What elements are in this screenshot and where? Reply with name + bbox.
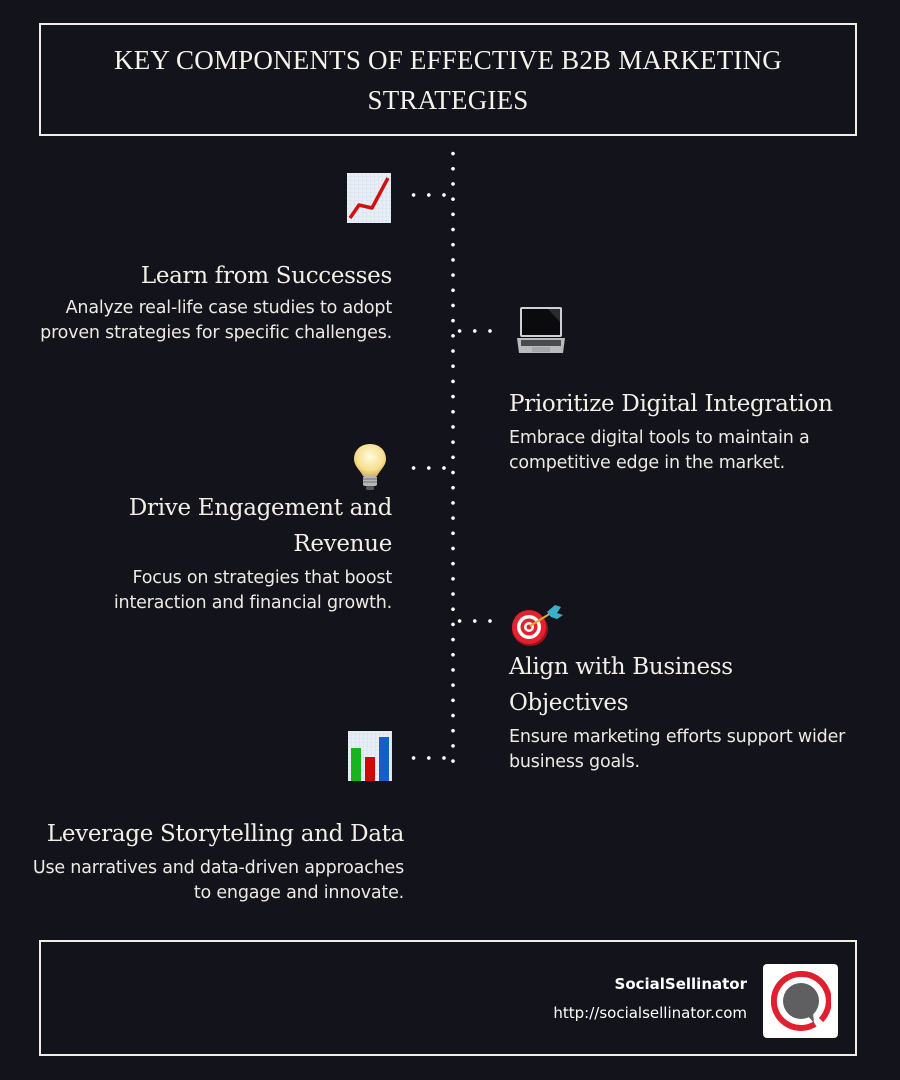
footer-branding: SocialSellinator http://socialsellinator… [39,940,857,1056]
component-prioritize-digital-integration: Prioritize Digital Integration Embrace d… [509,386,869,476]
direct-hit-target-icon [508,600,566,652]
brand-url-link[interactable]: http://socialsellinator.com [553,1004,747,1022]
component-align-with-business-objectives: Align with Business Objectives Ensure ma… [509,649,854,775]
bar-chart-icon [346,730,394,782]
connector-1 [406,193,454,197]
connector-2 [452,329,500,333]
title-box: KEY COMPONENTS OF EFFECTIVE B2B MARKETIN… [39,23,857,136]
light-bulb-icon [346,442,394,494]
component-description: Focus on strategies that boost interacti… [113,568,392,613]
component-learn-from-successes: Learn from Successes Analyze real-life c… [40,258,392,346]
connector-3 [406,466,454,470]
chart-increasing-icon [345,172,393,224]
component-heading: Learn from Successes [140,263,392,289]
component-heading: Leverage Storytelling and Data [46,821,404,847]
component-drive-engagement-and-revenue: Drive Engagement and Revenue Focus on st… [60,490,392,616]
component-description: Analyze real-life case studies to adopt … [40,298,392,343]
timeline-vertical-dotted-line [451,146,455,764]
component-leverage-storytelling-and-data: Leverage Storytelling and Data Use narra… [30,816,404,906]
component-heading: Drive Engagement and Revenue [128,495,392,557]
component-description: Use narratives and data-driven approache… [32,858,404,903]
component-heading: Prioritize Digital Integration [509,391,833,417]
component-heading: Align with Business Objectives [509,654,733,716]
laptop-icon [514,304,568,356]
socialsellinator-logo-icon [763,964,838,1038]
component-description: Embrace digital tools to maintain a comp… [509,428,810,473]
connector-5 [406,756,454,760]
connector-4 [452,619,500,623]
brand-name: SocialSellinator [614,975,747,993]
component-description: Ensure marketing efforts support wider b… [509,727,846,772]
page-title: KEY COMPONENTS OF EFFECTIVE B2B MARKETIN… [114,44,782,115]
